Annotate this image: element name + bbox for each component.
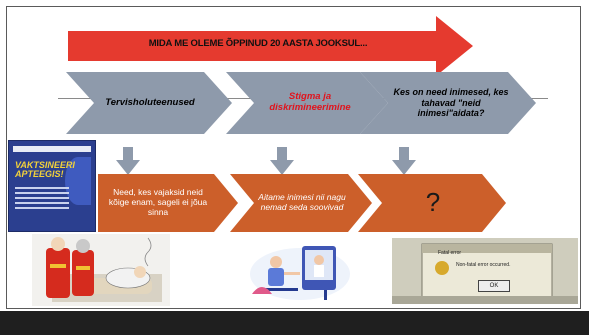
dialog-title: Fatal error (438, 250, 462, 256)
vaccination-poster: VAKTSINEERI APTEEGIS! (8, 140, 96, 232)
banner-arrow: MIDA ME OLEME ÕPPINUD 20 AASTA JOOKSUL..… (68, 16, 473, 76)
chevron-2: Stigma ja diskrimineerimine (226, 72, 388, 134)
dialog-ok-button[interactable]: OK (478, 280, 510, 292)
down-arrow-3 (392, 147, 416, 175)
banner-title: MIDA ME OLEME ÕPPINUD 20 AASTA JOOKSUL..… (148, 38, 368, 49)
dialog-message: Non-fatal error occurred. (456, 262, 511, 268)
outcome-text-3: ? (425, 187, 441, 218)
bottom-bar (0, 311, 589, 335)
down-arrow-1 (116, 147, 140, 175)
telehealth-illustration (238, 238, 360, 304)
error-dialog-screenshot: Fatal error Non-fatal error occurred. OK (392, 238, 578, 304)
down-arrow-2 (270, 147, 294, 175)
chevron-1-label: Tervisholuteenused (105, 96, 195, 108)
outcome-text-1: Need, kes vajaksid neid kõige enam, sage… (108, 187, 208, 217)
poster-headline: VAKTSINEERI APTEEGIS! (15, 160, 75, 179)
outcome-box-1: Need, kes vajaksid neid kõige enam, sage… (98, 174, 238, 232)
outcome-box-2: Aitame inimesi nii nagu nemad seda soovi… (230, 174, 372, 232)
chevron-3-label: Kes on need inimesed, kes tahavad "neid … (393, 87, 509, 119)
outcome-box-3: ? (358, 174, 506, 232)
banner-arrow-shape (68, 16, 473, 76)
chevron-3: Kes on need inimesed, kes tahavad "neid … (360, 72, 536, 134)
slide-frame (6, 6, 581, 309)
outcome-text-2: Aitame inimesi nii nagu nemad seda soovi… (258, 192, 346, 212)
chevron-2-label: Stigma ja diskrimineerimine (269, 91, 351, 113)
cartoon-illustration (32, 234, 170, 306)
chevron-1: Tervisholuteenused (66, 72, 232, 134)
